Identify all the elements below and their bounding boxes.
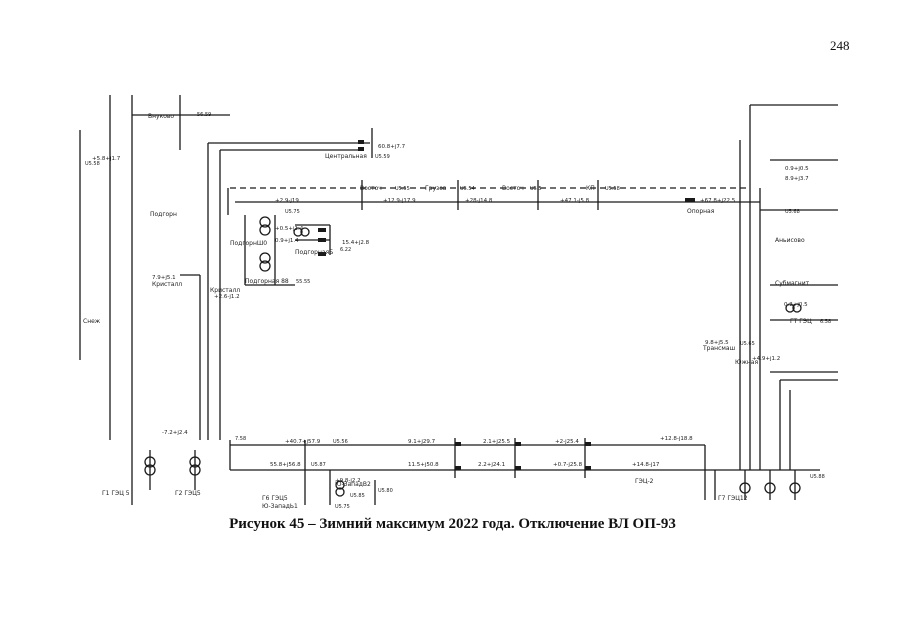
- node-podgornaya-b: ПодгорнаяБ: [295, 249, 333, 256]
- transformer-yuzhnaya: [335, 480, 345, 490]
- transformer-podgornaya-3: [293, 227, 303, 237]
- voltage-label: 6.58: [820, 319, 831, 325]
- node-anyisovo: Аньисово: [775, 237, 805, 244]
- node-trans: Трансмаш: [702, 345, 735, 352]
- flow-label: 0.2+j0.5: [784, 302, 808, 308]
- flow-label: +47.1-j5.8: [560, 198, 590, 204]
- voltage-label: U5.75: [335, 504, 350, 510]
- flow-label: 9.1+j29.7: [408, 439, 436, 445]
- node-g2-gec5: Г2 ГЭЦ5: [175, 490, 201, 497]
- flow-label: 15.4+j2.8: [342, 240, 370, 246]
- caption-text: Рисунок 45 – Зимний максимум 2022 года. …: [229, 516, 676, 532]
- flow-label: +28-j14.8: [465, 198, 493, 204]
- flow-label: +12.8-j18.8: [660, 436, 693, 442]
- node-vostochnaya: Восточ: [360, 185, 382, 192]
- voltage-label: U5.85: [350, 493, 365, 499]
- flow-label: -7.2+j2.4: [162, 430, 188, 436]
- flow-label: +14.8-j17: [632, 462, 660, 468]
- node-centralnaya: Центральная: [325, 153, 367, 160]
- voltage-label: U5.68: [785, 209, 800, 215]
- flow-label: +0.7-j25.8: [553, 462, 583, 468]
- voltage-label: U5.88: [810, 474, 825, 480]
- node-podgornaya-110: ПодгорнШ0: [230, 240, 267, 247]
- transformer-g2: [189, 456, 201, 468]
- node-yu-zapad: Ю-ЗападВ2: [335, 481, 371, 488]
- voltage-label: U5.80: [378, 488, 393, 494]
- node-gec2: ГЭЦ-2: [635, 478, 654, 485]
- node-gruzovaya: Грузов: [425, 185, 447, 192]
- flow-label: +40.7+j57.9: [285, 439, 321, 445]
- figure-caption: Рисунок 45 – Зимний максимум 2022 года. …: [0, 516, 905, 533]
- flow-label: 2.1+j25.5: [483, 439, 511, 445]
- node-podgorn: Подгорн: [150, 211, 177, 218]
- node-kp: КП: [586, 185, 595, 192]
- node-g1-gec5: Г1 ГЭЦ 5: [102, 490, 130, 497]
- flow-label: 0.9+j0.5: [785, 166, 809, 172]
- voltage-label: U5.55: [395, 186, 410, 192]
- node-g7-gec12: Г7 ГЭЦ12: [718, 495, 748, 502]
- voltage-label: U5.58: [85, 161, 100, 167]
- flow-label: +2-j25.4: [555, 439, 579, 445]
- flow-label: +2.6-j1.2: [214, 294, 240, 300]
- node-podgornaya-88: Подгорная 88: [245, 278, 289, 285]
- node-g6-gec5: Г6 ГЭЦ5: [262, 495, 288, 502]
- voltage-label: U5.75: [285, 209, 300, 215]
- node-yuzhnaya: Южная: [735, 359, 758, 366]
- voltage-label: U5.56: [333, 439, 348, 445]
- flow-label: 8.9+j3.7: [785, 176, 809, 182]
- flow-label: 2.2+j24.1: [478, 462, 505, 468]
- flow-label: 11.5+j50.8: [408, 462, 439, 468]
- transformer-gt: [785, 303, 795, 313]
- voltage-label: 56.59: [197, 112, 211, 118]
- node-yu-zapad-1: Ю-ЗападЬ1: [262, 503, 298, 510]
- voltage-label: U5.59: [375, 154, 390, 160]
- voltage-label: 7.58: [235, 436, 246, 442]
- voltage-label: U5.54: [460, 186, 475, 192]
- flow-label: 7.9+j5.1: [152, 275, 176, 281]
- voltage-label: U5.5: [530, 186, 542, 192]
- flow-label: +0.5+j1.4: [275, 226, 304, 232]
- node-kristall: Кристалл: [152, 281, 182, 288]
- flow-label: 55.8+j56.8: [270, 462, 301, 468]
- voltage-label: U5.87: [311, 462, 326, 468]
- flow-label: 9.8+j5.5: [705, 340, 729, 346]
- node-snezhny: Снеж: [83, 318, 101, 325]
- node-opornaya: Опорная: [687, 208, 715, 215]
- transformer-podgornaya-1: [259, 216, 271, 228]
- transformer-g7: [739, 482, 751, 494]
- transformer-g1: [144, 456, 156, 468]
- voltage-label: 6.22: [340, 247, 351, 253]
- flow-label: 0.9+j1.4: [275, 238, 299, 244]
- flow-label: 60.8+j7.7: [378, 144, 406, 150]
- flow-label: +67.8+j22.5: [700, 198, 736, 204]
- node-vnukovo: Внуково: [148, 113, 174, 120]
- node-kristall-b: Кристалл: [210, 287, 240, 294]
- flow-label: +12.9-j17.9: [383, 198, 416, 204]
- voltage-label: U5.58: [605, 186, 620, 192]
- flow-label: +2.9-j19: [275, 198, 299, 204]
- node-gt-gec: ГТ ГЭЦ: [790, 318, 812, 325]
- transformer-podgornaya-2: [259, 252, 271, 264]
- node-vostochnaya-2: Восточ: [502, 185, 524, 192]
- node-subm: Субмагнит: [775, 280, 810, 287]
- flow-label: +5.8+j1.7: [92, 156, 121, 162]
- voltage-label: U5.65: [740, 341, 755, 347]
- flow-label: +4.9+j1.2: [752, 356, 780, 362]
- flow-label: +9.8-j2.2: [335, 478, 361, 484]
- voltage-label: 55.55: [296, 279, 310, 285]
- page-number: 248: [830, 38, 850, 53]
